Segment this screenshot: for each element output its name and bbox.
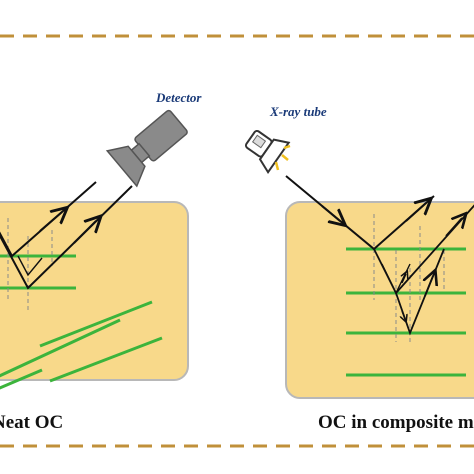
layer-line [49, 336, 163, 383]
layer-line [0, 318, 121, 378]
xray-tube-label: X-ray tube [270, 104, 327, 119]
inner-ray [17, 255, 43, 277]
ray-arrow [445, 218, 462, 237]
ray-arrow [425, 276, 433, 297]
layer-line [0, 368, 43, 390]
detector-label: Detector [156, 90, 202, 105]
right-panel [285, 175, 474, 399]
tube-glow [283, 144, 291, 150]
right-panel-label: OC in composite m [318, 412, 474, 433]
left-panel [0, 181, 189, 390]
ray-arrow [405, 203, 426, 222]
right-panel-box [285, 201, 474, 399]
ray-arrow [73, 221, 96, 244]
ray-arrow [402, 310, 405, 319]
tube-glow [274, 161, 280, 171]
tube-glow [281, 154, 289, 161]
ray-arrow [321, 205, 340, 221]
left-panel-label: Neat OC [0, 412, 64, 433]
layer-line [39, 300, 153, 348]
detector-icon [105, 109, 188, 188]
ray-arrow [39, 212, 62, 232]
ray-arrow [402, 274, 406, 284]
xray-tube-icon [244, 129, 291, 175]
left-panel-box [0, 201, 189, 381]
